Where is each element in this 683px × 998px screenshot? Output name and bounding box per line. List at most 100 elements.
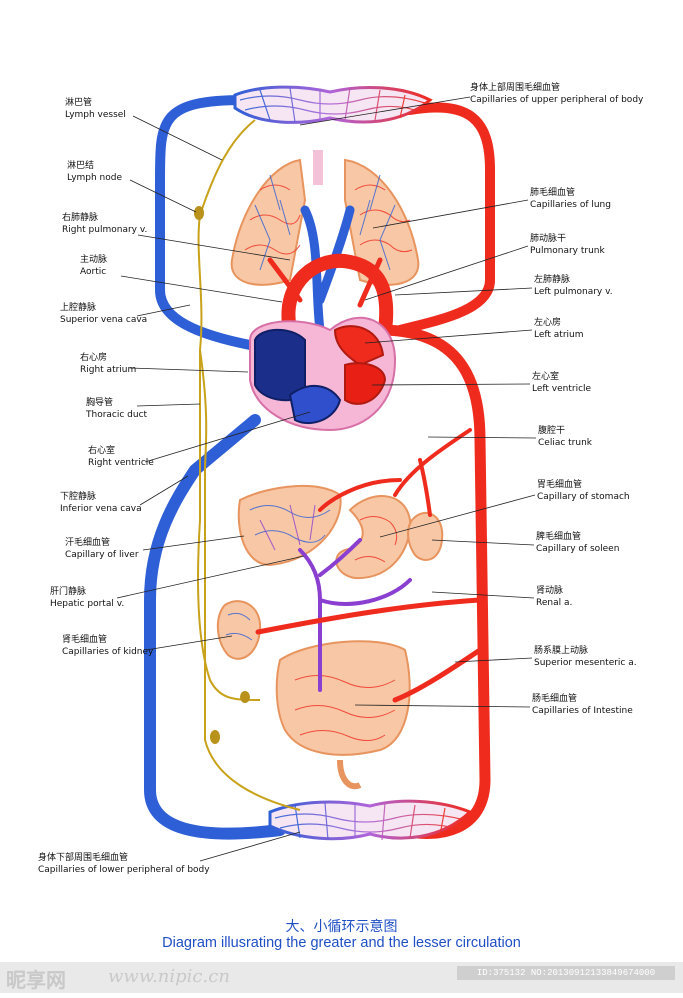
renal-artery — [255, 597, 483, 635]
label-zh: 肝门静脉 — [50, 587, 87, 597]
label-zh: 身体下部周围毛细血管 — [38, 853, 129, 863]
kidney — [216, 600, 262, 660]
label-zh: 淋巴结 — [67, 161, 95, 171]
label-zh: 肺动脉干 — [530, 234, 567, 244]
label-zh: 左心房 — [534, 318, 562, 328]
label-right-pulmonary-v: 右肺静脉 Right pulmonary v. — [62, 212, 147, 236]
diagram-title-en: Diagram illusrating the greater and the … — [162, 935, 521, 951]
lymph-node-icon — [240, 691, 250, 703]
right-ventricle-chamber — [288, 385, 342, 425]
label-capillary-of-liver: 汗毛细血管 Capillary of liver — [65, 537, 139, 561]
label-en: Left atrium — [534, 330, 584, 340]
descending-aorta — [374, 324, 491, 839]
label-zh: 汗毛细血管 — [65, 538, 111, 548]
label-en: Capillaries of kidney — [62, 647, 154, 657]
label-en: Superior vena cava — [60, 315, 148, 325]
label-en: Lymph node — [67, 173, 123, 183]
label-superior-vena-cava: 上腔静脉 Superior vena cava — [60, 302, 147, 326]
label-capillaries-of-lung: 肺毛细血管 Capillaries of lung — [530, 187, 611, 211]
label-zh: 肾毛细血管 — [62, 635, 108, 645]
leader-lines-right — [299, 96, 537, 708]
liver-capillaries — [249, 505, 331, 543]
inferior-vena-cava — [144, 414, 286, 840]
label-zh: 上腔静脉 — [60, 303, 97, 313]
label-en: Pulmonary trunk — [530, 246, 605, 256]
label-left-pulmonary-v: 左肺静脉 Left pulmonary v. — [534, 274, 613, 298]
label-zh: 左肺静脉 — [534, 275, 571, 285]
label-en: Capillaries of Intestine — [532, 706, 633, 716]
label-en: Renal a. — [536, 598, 573, 608]
heart — [249, 316, 397, 432]
label-right-atrium: 右心房 Right atrium — [80, 352, 136, 376]
liver — [237, 485, 342, 567]
label-zh: 右心室 — [88, 446, 116, 456]
label-en: Lymph vessel — [65, 110, 126, 120]
label-pulmonary-trunk: 肺动脉干 Pulmonary trunk — [530, 233, 605, 257]
label-lymph-node: 淋巴结 Lymph node — [67, 160, 122, 184]
label-zh: 肠毛细血管 — [532, 694, 578, 704]
systemic-artery-upper — [395, 102, 495, 335]
label-capillary-of-stomach: 胃毛细血管 Capillary of stomach — [537, 479, 630, 503]
label-capillary-of-soleen: 脾毛细血管 Capillary of soleen — [536, 531, 619, 555]
label-en: Capillaries of upper peripheral of body — [470, 95, 644, 105]
label-en: Capillary of liver — [65, 550, 139, 560]
label-lymph-vessel: 淋巴管 Lymph vessel — [65, 97, 126, 121]
label-en: Inferior vena cava — [60, 504, 142, 514]
label-zh: 肾动脉 — [536, 586, 564, 596]
aortic-arch — [281, 253, 394, 337]
celiac-trunk — [318, 428, 472, 517]
label-capillaries-lower-body: 身体下部周围毛细血管 Capillaries of lower peripher… — [38, 852, 210, 876]
label-zh: 腹腔干 — [538, 426, 566, 436]
label-en: Capillary of soleen — [536, 544, 620, 554]
label-capillaries-of-intestine: 肠毛细血管 Capillaries of Intestine — [532, 693, 633, 717]
label-zh: 淋巴管 — [65, 98, 93, 108]
label-capillaries-of-kidney: 肾毛细血管 Capillaries of kidney — [62, 634, 153, 658]
watermark-logo: 昵享网 — [6, 968, 66, 992]
pulmonary-veins — [267, 257, 383, 308]
stomach — [335, 495, 412, 580]
label-inferior-vena-cava: 下腔静脉 Inferior vena cava — [60, 491, 142, 515]
intestine — [275, 640, 411, 756]
left-atrium-chamber — [333, 325, 385, 367]
label-en: Right atrium — [80, 365, 137, 375]
upper-capillary-bed — [233, 85, 433, 124]
right-atrium-chamber — [254, 328, 306, 402]
label-zh: 右肺静脉 — [62, 213, 99, 223]
left-ventricle-chamber — [344, 362, 387, 405]
systemic-vein-loop — [155, 95, 255, 350]
spleen — [407, 511, 444, 561]
label-en: Capillary of stomach — [537, 492, 630, 502]
label-en: Celiac trunk — [538, 438, 592, 448]
label-en: Left pulmonary v. — [534, 287, 613, 297]
lymph-node-icon — [210, 730, 220, 744]
watermark-id: ID:375132 NO:20130912133849674000 — [457, 966, 675, 980]
label-superior-mesenteric-a: 肠系膜上动脉 Superior mesenteric a. — [534, 645, 637, 669]
label-left-atrium: 左心房 Left atrium — [534, 317, 584, 341]
label-en: Capillaries of lower peripheral of body — [38, 865, 210, 875]
label-renal-a: 肾动脉 Renal a. — [536, 585, 572, 609]
label-zh: 胃毛细血管 — [537, 480, 583, 490]
diagram-title-zh: 大、小循环示意图 — [285, 919, 398, 935]
label-zh: 胸导管 — [86, 398, 114, 408]
watermark-url: www.nipic.cn — [108, 966, 230, 987]
label-right-ventricle: 右心室 Right ventricle — [88, 445, 154, 469]
label-zh: 主动脉 — [80, 255, 108, 265]
lymph-node-icon — [194, 206, 204, 220]
hepatic-portal-vein — [298, 538, 412, 692]
label-zh: 下腔静脉 — [60, 492, 97, 502]
label-zh: 右心房 — [80, 353, 108, 363]
label-hepatic-portal-v: 肝门静脉 Hepatic portal v. — [50, 586, 124, 610]
label-zh: 身体上部周围毛细血管 — [470, 83, 561, 93]
label-en: Aortic — [80, 267, 107, 277]
label-en: Hepatic portal v. — [50, 599, 125, 609]
label-en: Right pulmonary v. — [62, 225, 148, 235]
thoracic-duct — [197, 119, 301, 811]
lower-capillary-bed — [268, 799, 473, 841]
label-zh: 左心室 — [532, 372, 560, 382]
label-zh: 肺毛细血管 — [530, 188, 576, 198]
label-zh: 脾毛细血管 — [536, 532, 582, 542]
label-zh: 肠系膜上动脉 — [534, 646, 589, 656]
label-en: Left ventricle — [532, 384, 592, 394]
